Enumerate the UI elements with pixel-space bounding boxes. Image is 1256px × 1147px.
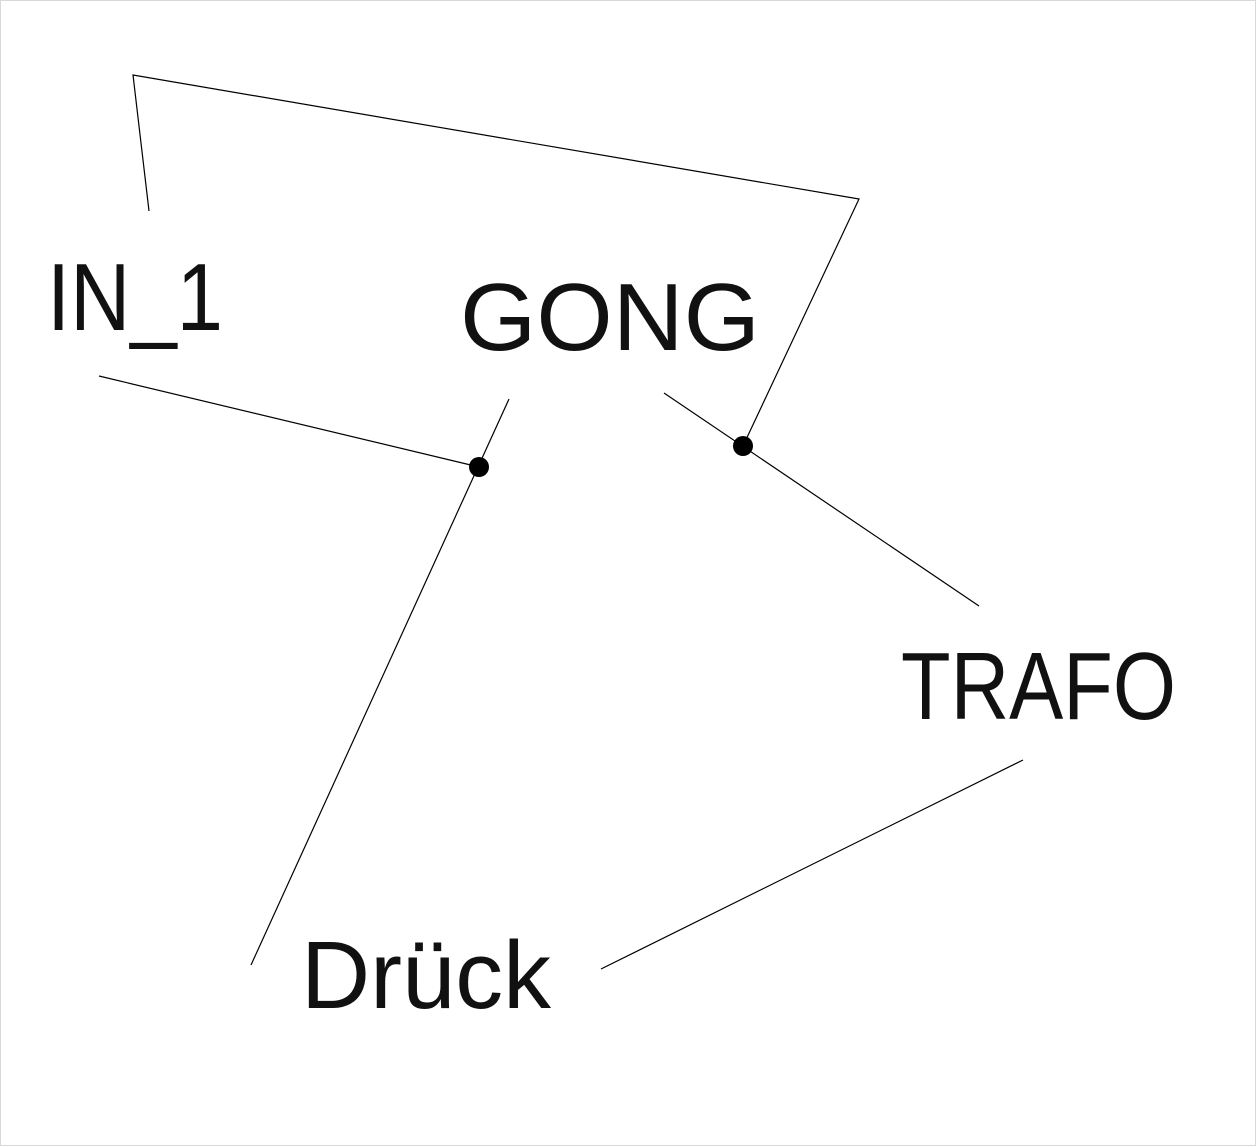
edge-trafo-to-druck [600,759,1024,970]
edge-gong-to-druck [250,398,510,966]
edge-in1-to-left-junction [98,375,480,468]
junction-dot-right [733,436,753,456]
node-label-trafo: TRAFO [901,633,1176,740]
node-label-in1: IN_1 [47,244,223,351]
edge-in1-top-loop [132,74,860,447]
node-label-gong: GONG [460,264,760,371]
junction-dot-left [469,457,489,477]
edge-gong-to-trafo [663,392,980,607]
node-label-druck: Drück [301,922,552,1029]
